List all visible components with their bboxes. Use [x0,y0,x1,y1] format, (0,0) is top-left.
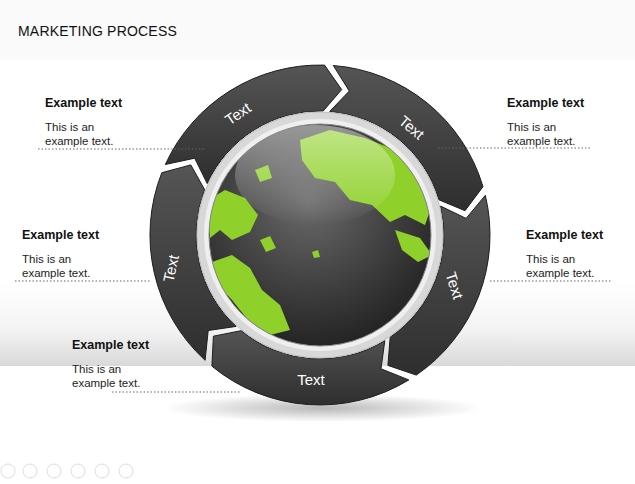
segment-label: Text [297,371,325,388]
callout-body: This is an example text. [45,120,129,148]
callout-body: This is an example text. [526,252,610,280]
callout-heading: Example text [22,228,99,242]
callout-heading: Example text [45,96,122,110]
callout-heading: Example text [526,228,603,242]
segment-label: Text [160,253,182,283]
process-segment: Text [293,369,329,390]
title: MARKETING PROCESS [18,23,177,39]
callout-heading: Example text [72,338,149,352]
callout-body: This is an example text. [507,120,591,148]
callout-heading: Example text [507,96,584,110]
callout-body: This is an example text. [22,252,106,280]
callout-body: This is an example text. [72,362,156,390]
